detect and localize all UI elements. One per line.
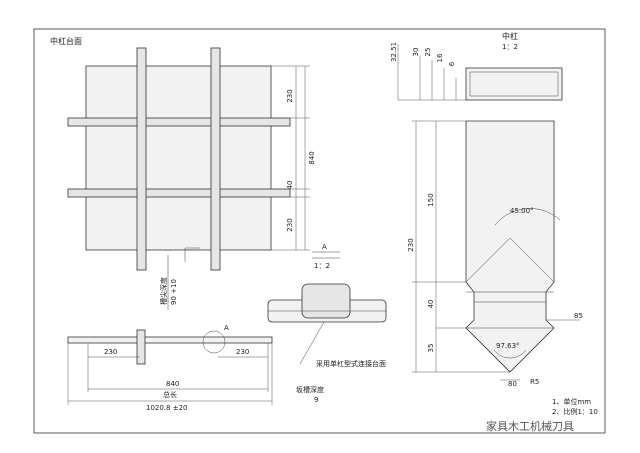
connector-label: 采用单杠型式连接台面	[316, 359, 386, 368]
watermark-text: 家具木工机械刀具	[486, 419, 574, 433]
angle-97: 97.63°	[496, 342, 520, 350]
drawing-border	[33, 28, 606, 434]
dim-front-total: 1020.8 ±20	[146, 404, 188, 412]
dim-sec-6: 6	[448, 61, 456, 66]
top-view-title: 中杠台面	[50, 36, 82, 46]
front-view-body	[67, 336, 273, 344]
detail-a-circle	[202, 330, 226, 354]
section-title: 中杠	[502, 31, 518, 41]
front-mark-a: A	[224, 324, 229, 332]
dim-front-230-left: 230	[104, 348, 117, 356]
depth-label: 坂槽深度	[296, 385, 324, 394]
dim-side-230: 230	[407, 238, 415, 251]
slot-depth-values: 90 +10	[170, 279, 178, 305]
dim-side-40: 40	[427, 300, 435, 309]
dim-side-R5: R5	[530, 378, 539, 386]
dim-top-40: 40	[286, 181, 294, 190]
dim-sec-30: 30	[412, 48, 420, 57]
angle-45: 45.00°	[510, 207, 534, 215]
slot-depth-label: 槽尖深度	[159, 277, 168, 305]
tabletop-panel	[85, 65, 272, 251]
detail-a-letter: A	[322, 243, 327, 251]
dim-side-85: 85	[574, 312, 583, 320]
rail-vertical-left	[136, 47, 147, 271]
rail-vertical-right	[210, 47, 221, 271]
dim-front-230-right: 230	[236, 348, 249, 356]
front-view-post	[136, 329, 146, 365]
dim-side-35: 35	[427, 344, 435, 353]
dim-sec-16: 16	[436, 53, 444, 62]
dim-top-230b: 230	[286, 218, 294, 231]
rail-horizontal-bottom	[67, 188, 291, 198]
note-1: 1、单位mm	[552, 397, 591, 406]
section-rail-body	[465, 67, 563, 101]
detail-a-scale: 1：2	[314, 262, 330, 270]
dim-front-840: 840	[166, 380, 179, 388]
dim-side-80: 80	[508, 380, 517, 388]
section-scale: 1：2	[502, 43, 518, 51]
depth-value: 9	[314, 396, 318, 404]
dim-sec-32-51: 32.51	[390, 42, 398, 62]
dim-top-840: 840	[308, 151, 316, 164]
rail-horizontal-top	[67, 117, 291, 127]
dim-top-230a: 230	[286, 89, 294, 102]
dim-side-150: 150	[427, 193, 435, 206]
note-2: 2、比例1：10	[552, 407, 598, 416]
connector-handle	[301, 283, 351, 319]
side-view-outline	[465, 120, 555, 373]
dim-sec-25: 25	[424, 48, 432, 57]
dim-front-total-label: 总长	[163, 390, 177, 399]
